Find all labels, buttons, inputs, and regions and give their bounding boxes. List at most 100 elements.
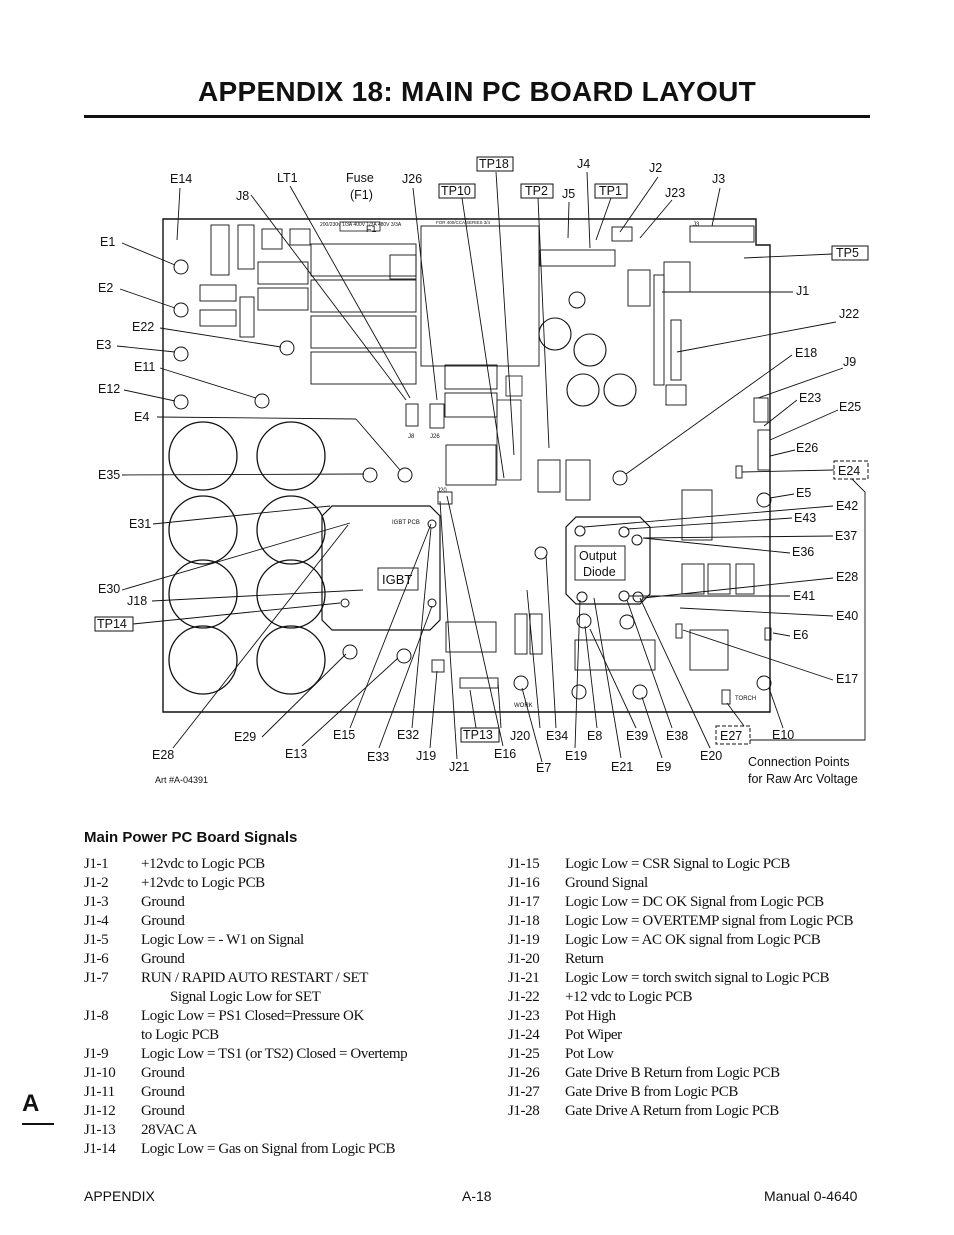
svg-text:E22: E22: [132, 320, 154, 334]
svg-text:IGBT PCB: IGBT PCB: [392, 520, 420, 526]
title-rule: [84, 115, 870, 118]
svg-text:J22: J22: [839, 307, 859, 321]
svg-text:J9: J9: [843, 355, 856, 369]
svg-text:E39: E39: [626, 729, 648, 743]
footer-page-number: A-18: [462, 1188, 492, 1204]
section-tab-letter: A: [22, 1090, 40, 1117]
footer-manual-number: Manual 0-4640: [764, 1188, 858, 1204]
svg-text:E12: E12: [98, 382, 120, 396]
svg-text:J2: J2: [649, 161, 662, 175]
svg-text:E13: E13: [285, 747, 307, 761]
svg-text:WORK: WORK: [514, 703, 533, 709]
svg-text:J26: J26: [430, 434, 440, 440]
svg-text:J3: J3: [712, 172, 725, 186]
section-title: Main Power PC Board Signals: [84, 829, 298, 846]
svg-text:E30: E30: [98, 582, 120, 596]
svg-text:J20: J20: [510, 729, 530, 743]
tp10-label: TP10: [441, 184, 471, 198]
tp1-label: TP1: [599, 184, 622, 198]
svg-text:E26: E26: [796, 441, 818, 455]
svg-text:J5: J5: [562, 187, 575, 201]
svg-text:E9: E9: [656, 760, 671, 774]
svg-text:E19: E19: [565, 749, 587, 763]
tp13-label: TP13: [463, 728, 493, 742]
svg-text:E18: E18: [795, 346, 817, 360]
page-title: APPENDIX 18: MAIN PC BOARD LAYOUT: [197, 76, 757, 107]
svg-text:Fuse: Fuse: [346, 171, 374, 185]
svg-text:E42: E42: [836, 499, 858, 513]
svg-text:F1: F1: [366, 224, 377, 234]
svg-text:FOR 400/CCA SERIES 3/4: FOR 400/CCA SERIES 3/4: [436, 220, 491, 225]
svg-text:E35: E35: [98, 468, 120, 482]
svg-text:J20: J20: [437, 488, 447, 494]
svg-text:E37: E37: [835, 529, 857, 543]
svg-text:E41: E41: [793, 589, 815, 603]
svg-text:J21: J21: [449, 760, 469, 774]
svg-text:E25: E25: [839, 400, 861, 414]
svg-text:E2: E2: [98, 281, 113, 295]
svg-text:E4: E4: [134, 410, 149, 424]
svg-text:J19: J19: [416, 749, 436, 763]
signal-list-left: J1-1+12vdc to Logic PCB J1-2+12vdc to Lo…: [84, 855, 408, 1159]
svg-text:J18: J18: [127, 594, 147, 608]
svg-text:E10: E10: [772, 728, 794, 742]
svg-text:J8: J8: [236, 189, 249, 203]
list-item: J1-22+12 vdc to Logic PCB: [508, 989, 693, 1005]
board-outline: [162, 218, 771, 713]
list-item: J1-1+12vdc to Logic PCB: [84, 856, 265, 872]
footer-left: APPENDIX: [84, 1188, 155, 1204]
tp14-label: TP14: [97, 617, 127, 631]
svg-text:E5: E5: [796, 486, 811, 500]
svg-text:E36: E36: [792, 545, 814, 559]
svg-text:E31: E31: [129, 517, 151, 531]
svg-text:E17: E17: [836, 672, 858, 686]
svg-text:E34: E34: [546, 729, 568, 743]
svg-text:E15: E15: [333, 728, 355, 742]
svg-text:E43: E43: [794, 511, 816, 525]
tp5-label: TP5: [836, 246, 859, 260]
svg-text:(F1): (F1): [350, 188, 373, 202]
svg-text:E28: E28: [152, 748, 174, 762]
svg-text:200/230v 1/3A 400V 1/3A 480V: 200/230v 1/3A 400V 1/3A 480V 3/3A: [320, 222, 402, 228]
svg-text:Output: Output: [579, 549, 617, 563]
svg-text:J23: J23: [665, 186, 685, 200]
svg-text:E6: E6: [793, 628, 808, 642]
art-number: Art #A-04391: [155, 775, 208, 785]
e24-label: E24: [838, 464, 860, 478]
svg-text:E14: E14: [170, 172, 192, 186]
svg-text:E29: E29: [234, 730, 256, 744]
tp2-label: TP2: [525, 184, 548, 198]
svg-text:J3: J3: [693, 222, 700, 228]
svg-text:Connection Points: Connection Points: [748, 755, 849, 769]
svg-text:J1: J1: [796, 284, 809, 298]
section-tab-rule: [22, 1123, 54, 1125]
list-item: J1-2+12vdc to Logic PCB: [84, 875, 265, 891]
svg-text:E21: E21: [611, 760, 633, 774]
svg-text:E33: E33: [367, 750, 389, 764]
svg-text:E1: E1: [100, 235, 115, 249]
